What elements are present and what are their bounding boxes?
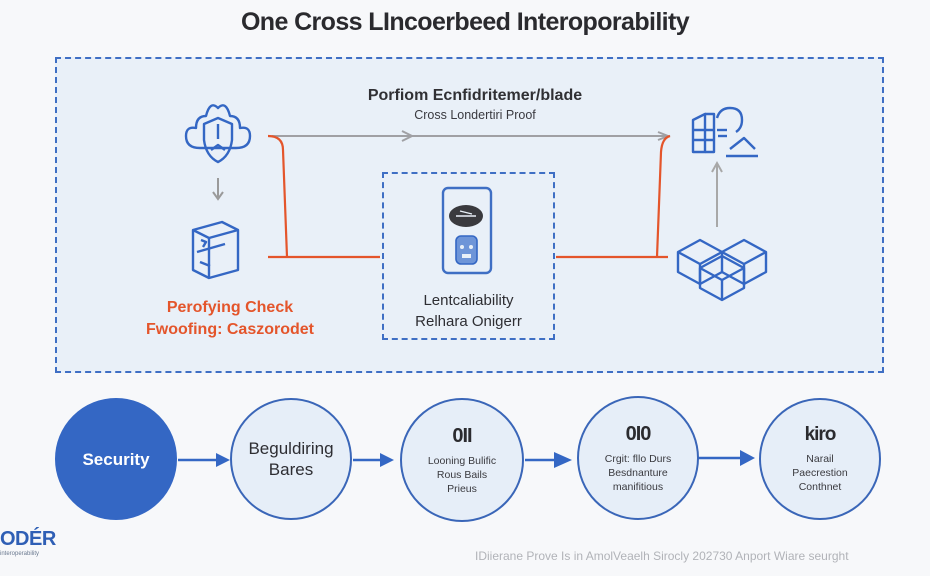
flow-node-3[interactable]: 0II Looning Bulific Rous Bails Prieus	[400, 398, 524, 522]
package-box-icon	[191, 220, 240, 280]
flow-node-label: Conthnet	[798, 481, 842, 493]
building-user-icon	[691, 106, 758, 158]
center-label: Lentcaliability Relhara Onigerr	[382, 290, 555, 332]
orange-label-line2: Fwoofing: Caszorodet	[146, 321, 314, 338]
flow-node-label: Paecrestion	[792, 467, 848, 479]
flow-arrow-1	[178, 453, 230, 467]
flow-node-label: Narail	[806, 453, 834, 465]
flow-node-label: Rous Bails	[436, 468, 488, 481]
link-chain-icon: 0I0	[625, 422, 652, 445]
flow-node-label: Beguldiring	[248, 439, 334, 458]
cubes-icon	[676, 238, 768, 302]
mobile-device-icon	[441, 186, 493, 275]
flow-node-label: Security	[82, 449, 150, 469]
flow-node-label: Besdnanture	[608, 466, 668, 479]
flow-arrow-2	[353, 453, 394, 467]
top-arrowhead-mid	[401, 130, 415, 142]
page-title: One Cross LIncoerbeed Interoporability	[240, 8, 690, 36]
orange-label-line1: Perofying Check	[166, 299, 294, 316]
orange-label: Perofying Check Fwoofing: Caszorodet	[110, 297, 350, 341]
cloud-shield-icon	[184, 104, 252, 164]
panel-caption: Cross Londertiri Proof	[414, 108, 536, 122]
flow-node-label: Bares	[268, 460, 314, 479]
down-arrowhead	[212, 191, 224, 201]
flow-node-4[interactable]: 0I0 Crgit: fllo Durs Besdnanture manifit…	[577, 396, 699, 520]
brand-logo-icon: kiro	[804, 424, 837, 445]
panel-subtitle: Porfiom Ecnfidritemer/blade	[367, 87, 583, 104]
center-dashed-box	[382, 172, 555, 340]
flow-node-label: Prieus	[447, 482, 477, 495]
center-label-line1: Lentcaliability	[423, 292, 514, 309]
brand-tagline: interoperability	[0, 551, 40, 557]
flow-node-label: Looning Bulific	[427, 454, 497, 467]
link-chain-icon: 0II	[452, 424, 472, 447]
flow-node-label: Crgit: fllo Durs	[604, 452, 672, 465]
brand-logo: ODÉR	[0, 528, 56, 550]
flow-node-2[interactable]: Beguldiring Bares	[230, 398, 352, 520]
flow-node-5[interactable]: kiro Narail Paecrestion Conthnet	[759, 398, 881, 520]
up-arrowhead	[711, 160, 723, 173]
flow-node-security[interactable]: Security	[55, 398, 177, 520]
flow-node-label: manifitious	[612, 480, 664, 493]
orange-connector-right	[556, 134, 671, 259]
footer-note: IDiierane Prove Is in AmolVeaelh Sirocly…	[475, 549, 849, 563]
center-label-line2: Relhara Onigerr	[415, 313, 522, 330]
flow-arrow-3	[525, 452, 572, 468]
flow-arrow-4	[697, 450, 755, 466]
orange-connector-left	[267, 134, 380, 259]
